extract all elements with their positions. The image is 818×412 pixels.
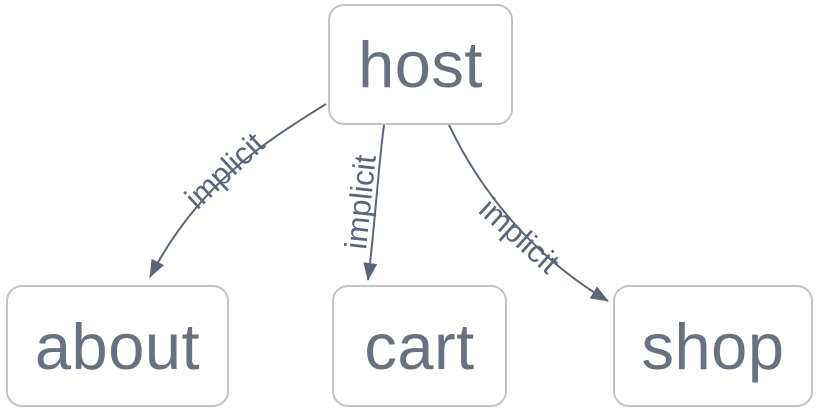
edge-host-shop [448,124,609,302]
edge-host-cart [363,124,385,281]
node-shop-label: shop [641,309,785,383]
node-cart-label: cart [364,309,475,383]
edge-host-about [149,103,327,278]
node-about-label: about [34,309,201,383]
node-shop[interactable]: shop [613,285,813,407]
node-host-label: host [358,28,483,101]
node-host[interactable]: host [328,4,513,125]
node-about[interactable]: about [6,285,229,407]
node-cart[interactable]: cart [332,285,507,407]
